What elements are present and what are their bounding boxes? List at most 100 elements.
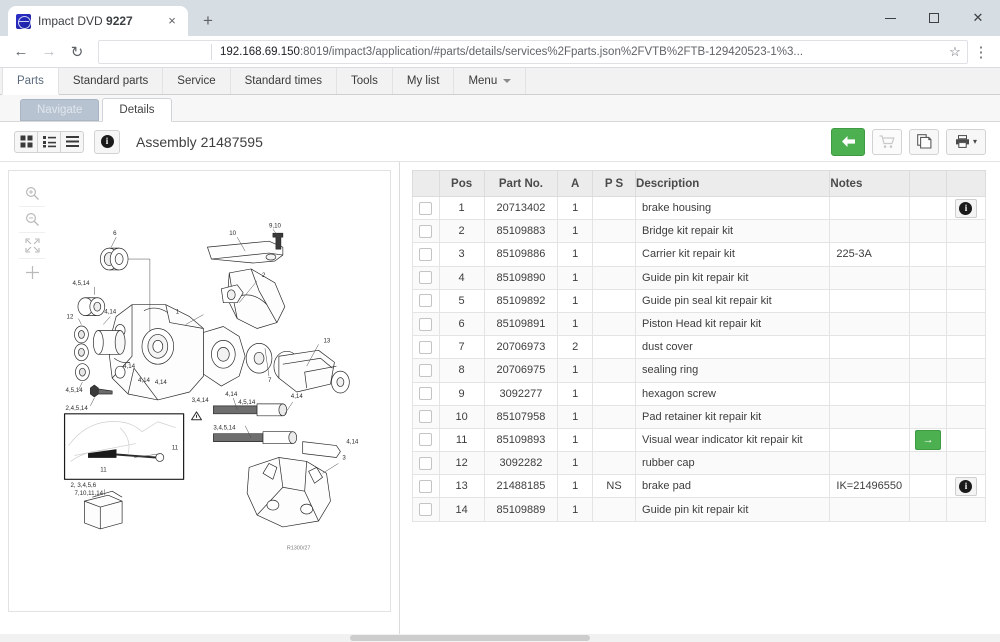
row-checkbox[interactable] [419, 387, 433, 401]
cell-action-info [946, 381, 986, 406]
row-checkbox[interactable] [419, 224, 433, 238]
cell-action-info[interactable]: i [946, 474, 986, 499]
cell-a: 1 [557, 311, 594, 337]
bookmark-star-icon[interactable]: ☆ [949, 43, 961, 59]
minimize-icon[interactable] [868, 2, 912, 34]
row-checkbox[interactable] [419, 340, 433, 354]
chevron-down-icon [503, 79, 512, 83]
cell-action-navigate[interactable]: → [909, 427, 948, 453]
forward-nav-icon[interactable]: → [41, 43, 57, 60]
row-checkbox[interactable] [419, 410, 433, 424]
drawing-viewport[interactable]: 6 4,5,14 4,14 12 4,5,14 2,4,5,14 1 10 9,… [8, 170, 391, 612]
tab-details[interactable]: Details [102, 98, 172, 122]
row-checkbox[interactable] [419, 317, 433, 331]
column-header-ps[interactable]: P S [592, 170, 637, 197]
nav-item-standard-times[interactable]: Standard times [231, 68, 337, 94]
nav-item-menu[interactable]: Menu [454, 68, 527, 94]
cell-a: 1 [557, 404, 594, 429]
row-checkbox[interactable] [419, 247, 433, 261]
info-button[interactable]: i [954, 198, 977, 218]
row-select-cell[interactable] [412, 265, 440, 290]
column-header-select[interactable] [412, 170, 440, 197]
column-header-part-no[interactable]: Part No. [483, 170, 559, 197]
row-checkbox[interactable] [419, 433, 433, 447]
zoom-in-icon[interactable] [19, 181, 45, 207]
browser-tab-impact-dvd[interactable]: Impact DVD 9227 × [8, 6, 188, 36]
zoom-out-icon[interactable] [19, 207, 45, 233]
maximize-icon[interactable] [912, 2, 956, 34]
fit-screen-icon[interactable] [19, 233, 45, 259]
info-button[interactable]: i [954, 476, 977, 496]
row-select-cell[interactable] [412, 427, 440, 453]
cell-action-info[interactable]: i [946, 195, 986, 221]
back-arrow-icon[interactable] [831, 127, 865, 156]
new-tab-button[interactable]: + [203, 11, 213, 30]
close-icon[interactable]: × [168, 13, 176, 28]
row-select-cell[interactable] [412, 381, 440, 406]
row-select-cell[interactable] [412, 358, 440, 383]
nav-item-standard-parts[interactable]: Standard parts [59, 68, 164, 94]
nav-item-service[interactable]: Service [163, 68, 231, 94]
reload-icon[interactable]: ↻ [70, 43, 84, 61]
browser-menu-icon[interactable]: ⋮ [973, 43, 989, 61]
copy-icon[interactable] [909, 128, 939, 155]
row-select-cell[interactable] [412, 404, 440, 429]
row-checkbox[interactable] [419, 479, 433, 493]
row-select-cell[interactable] [412, 219, 440, 244]
nav-item-parts[interactable]: Parts [2, 68, 59, 95]
pan-icon[interactable] [19, 259, 45, 285]
column-header-pos[interactable]: Pos [438, 170, 485, 197]
cart-icon[interactable] [872, 128, 902, 155]
info-icon[interactable]: i [94, 129, 120, 154]
window-close-icon[interactable]: ✕ [972, 10, 984, 25]
svg-text:10: 10 [229, 230, 236, 237]
nav-item-my-list[interactable]: My list [393, 68, 455, 94]
row-checkbox[interactable] [419, 363, 433, 377]
grid-view-icon[interactable] [14, 130, 38, 153]
column-header-description[interactable]: Description [635, 170, 831, 197]
row-checkbox[interactable] [419, 201, 433, 215]
row-select-cell[interactable] [412, 474, 440, 499]
row-checkbox[interactable] [419, 294, 433, 308]
row-checkbox[interactable] [419, 456, 433, 470]
list-view-icon[interactable] [37, 130, 61, 153]
back-nav-icon[interactable]: ← [13, 43, 29, 60]
row-select-cell[interactable] [412, 451, 440, 476]
horizontal-scrollbar[interactable] [0, 634, 1000, 642]
svg-text:3,4,14: 3,4,14 [192, 397, 210, 404]
row-select-cell[interactable] [412, 311, 440, 337]
svg-text:7: 7 [268, 377, 272, 384]
row-select-cell[interactable] [412, 497, 440, 522]
column-header-notes[interactable]: Notes [829, 170, 911, 197]
column-header-a[interactable]: A [557, 170, 594, 197]
address-bar[interactable]: 192.168.69.150:8019/impact3/application/… [98, 39, 968, 64]
scrollbar-thumb[interactable] [350, 635, 590, 641]
row-select-cell[interactable] [412, 195, 440, 221]
printer-icon[interactable]: ▾ [946, 128, 986, 155]
forward-arrow-icon[interactable]: → [915, 429, 942, 450]
rows-view-icon[interactable] [60, 130, 84, 153]
cell-notes [829, 358, 911, 383]
row-checkbox[interactable] [419, 503, 433, 517]
tab-navigate[interactable]: Navigate [20, 99, 100, 121]
row-select-cell[interactable] [412, 242, 440, 267]
row-checkbox[interactable] [419, 271, 433, 285]
row-select-cell[interactable] [412, 335, 440, 360]
nav-item-tools[interactable]: Tools [337, 68, 393, 94]
row-select-cell[interactable] [412, 288, 440, 313]
